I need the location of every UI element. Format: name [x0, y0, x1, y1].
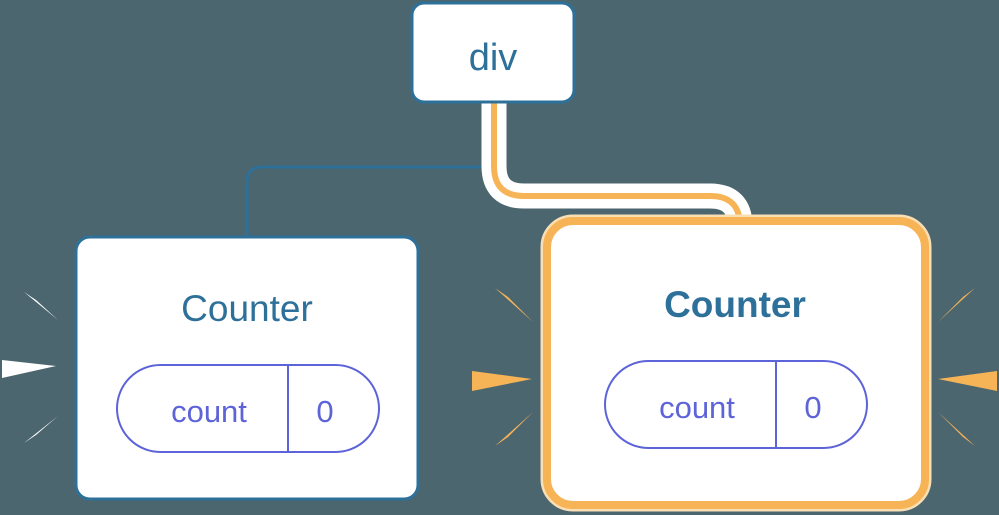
edge-div-to-counter-left [245, 98, 496, 242]
sparkles-counter-left [2, 292, 58, 443]
sparkle-ray-icon [24, 416, 58, 443]
node-div[interactable]: div [410, 1, 576, 104]
sparkles-counter-right-right [938, 288, 997, 446]
state-pill-outline [604, 360, 868, 449]
edge-div-to-counter-right [491, 100, 743, 245]
node-div-label: div [469, 37, 518, 79]
sparkles-counter-right-left [472, 288, 533, 446]
sparkle-ray-icon [495, 412, 533, 446]
sparkle-ray-icon [24, 292, 58, 320]
state-pill-counter-right: count 0 [604, 360, 868, 449]
node-counter-right-label: Counter [664, 284, 806, 325]
state-pill-key: count [659, 390, 735, 425]
sparkle-ray-icon [472, 371, 532, 391]
node-div-box[interactable] [410, 1, 576, 104]
node-counter-left-label: Counter [181, 288, 313, 329]
sparkle-ray-icon [2, 360, 56, 378]
sparkle-ray-icon [495, 288, 533, 322]
state-pill-key: count [171, 394, 247, 429]
node-counter-left[interactable]: Counter count 0 [74, 235, 420, 501]
state-pill-outline [116, 364, 380, 453]
node-counter-right[interactable]: Counter count 0 [540, 214, 932, 512]
sparkle-ray-icon [938, 288, 975, 322]
state-pill-value: 0 [804, 390, 821, 425]
state-pill-counter-left: count 0 [116, 364, 380, 453]
state-pill-value: 0 [316, 394, 333, 429]
sparkle-ray-icon [938, 412, 975, 446]
sparkle-ray-icon [938, 371, 997, 391]
